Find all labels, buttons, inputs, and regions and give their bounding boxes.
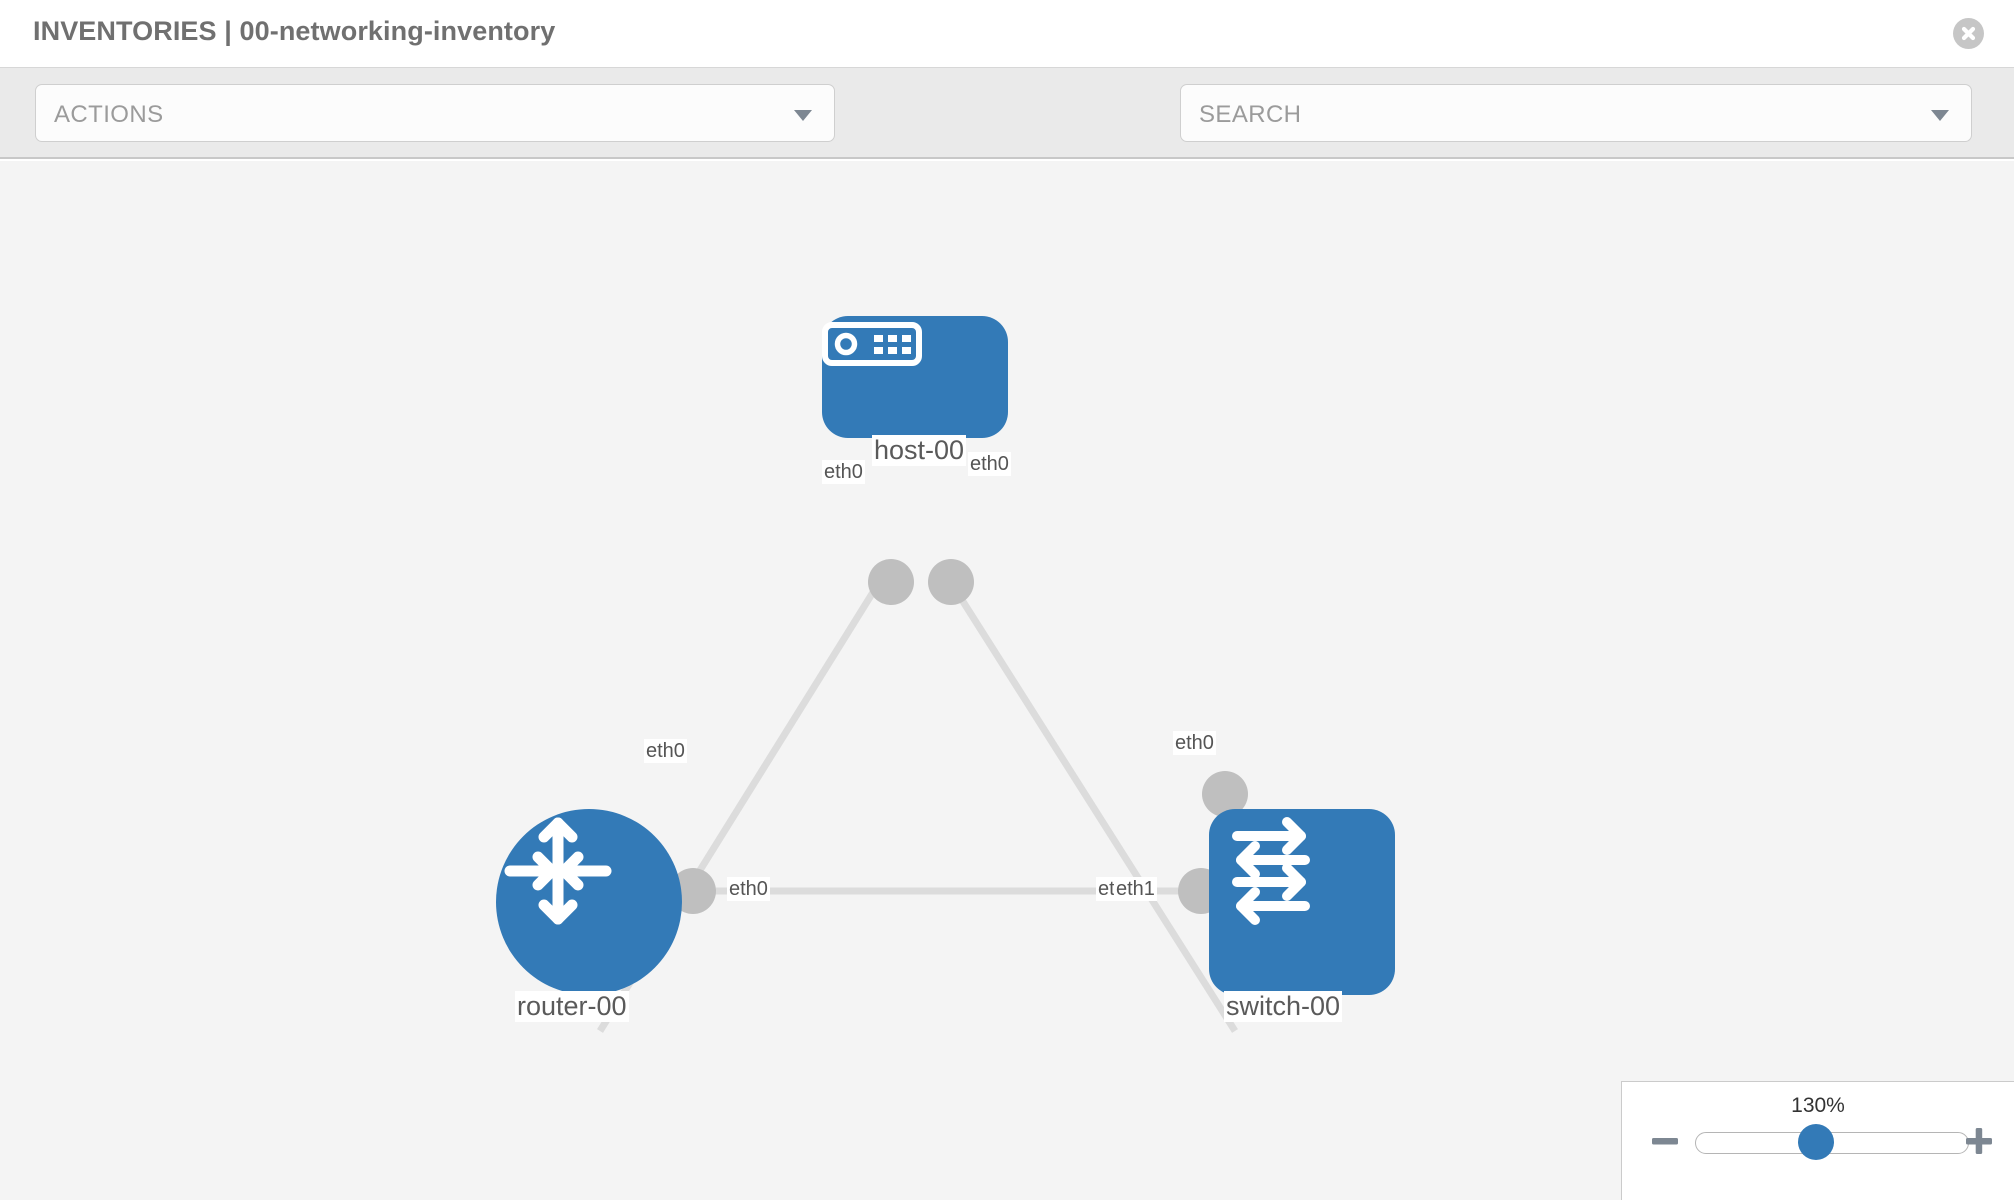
chevron-down-icon[interactable] xyxy=(1931,110,1949,121)
page-title: INVENTORIES | 00-networking-inventory xyxy=(33,16,556,46)
node-host-00-label: host-00 xyxy=(872,435,967,467)
zoom-level-value: 130% xyxy=(1791,1094,1845,1117)
edge-label-host00-left: eth0 xyxy=(822,460,865,484)
node-switch-00-shape[interactable] xyxy=(1209,809,1395,995)
search-placeholder: SEARCH xyxy=(1199,101,1302,128)
chevron-down-icon xyxy=(794,110,812,121)
link-host00-switch00[interactable] xyxy=(947,579,1238,1033)
server-icon xyxy=(822,322,922,366)
router-arrows-icon xyxy=(504,817,612,925)
page-header: INVENTORIES | 00-networking-inventory xyxy=(0,0,2014,68)
edge-label-router00-top: eth0 xyxy=(644,739,687,763)
node-switch-00-label: switch-00 xyxy=(1224,991,1343,1023)
edge-label-switch00-left: eth1 xyxy=(1114,877,1157,901)
toolbar: ACTIONS SEARCH xyxy=(0,68,2014,198)
connector-host00-right xyxy=(928,559,974,605)
zoom-slider-thumb[interactable] xyxy=(1798,1124,1834,1160)
node-router-00-label: router-00 xyxy=(515,991,629,1023)
minus-icon[interactable] xyxy=(1648,1124,1682,1158)
edge-label-switch00-top: eth0 xyxy=(1173,731,1216,755)
topology-canvas[interactable]: host-00 xyxy=(0,161,2014,1200)
zoom-control-panel: 130% xyxy=(1621,1081,2014,1200)
actions-dropdown-label: ACTIONS xyxy=(54,101,164,128)
edge-label-router00-right: eth0 xyxy=(727,877,770,901)
search-input[interactable]: SEARCH xyxy=(1180,84,1972,142)
node-router-00-shape[interactable] xyxy=(496,809,682,995)
edge-label-host00-right: eth0 xyxy=(968,452,1011,476)
topology-links xyxy=(597,579,1238,1033)
connector-host00-left xyxy=(868,559,914,605)
plus-icon[interactable] xyxy=(1962,1124,1996,1158)
switch-arrows-icon xyxy=(1232,817,1310,925)
actions-dropdown[interactable]: ACTIONS xyxy=(35,84,835,142)
node-host-00-shape[interactable] xyxy=(822,316,1008,438)
close-icon[interactable] xyxy=(1953,18,1984,49)
